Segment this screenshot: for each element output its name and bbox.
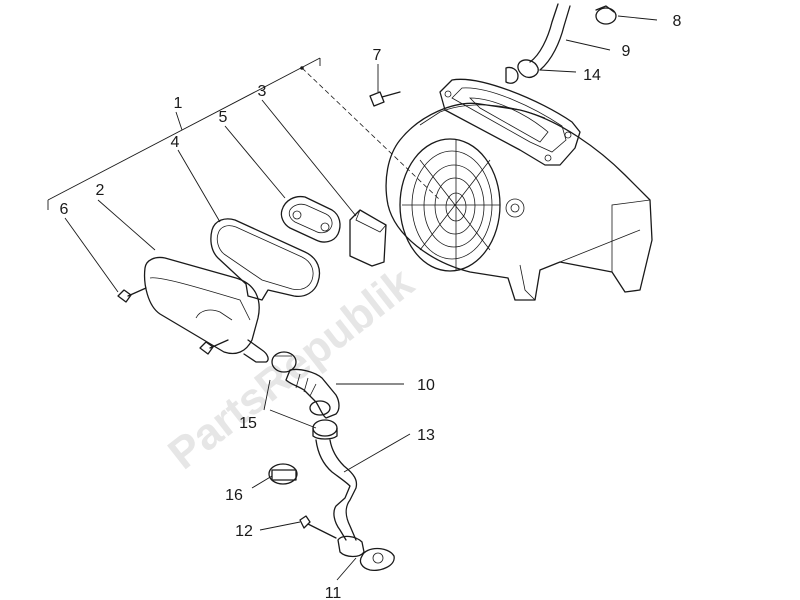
screw-6-upper [117, 287, 147, 303]
small-plate [349, 209, 387, 267]
hose-13 [315, 439, 358, 541]
callout-2: 2 [96, 182, 105, 199]
callout-9: 9 [622, 43, 631, 60]
clamp-16 [268, 463, 298, 485]
fitting-11 [337, 535, 395, 572]
screw-6-lower [199, 339, 229, 355]
callout-12: 12 [235, 523, 253, 540]
callout-3: 3 [258, 83, 267, 100]
callout-14: 14 [583, 67, 601, 84]
hose-top [505, 3, 571, 84]
callout-13: 13 [417, 427, 435, 444]
callout-8: 8 [673, 13, 682, 30]
clamp-15-upper [271, 351, 297, 373]
cooling-housing [385, 78, 653, 301]
clamp-top [595, 5, 617, 25]
elbow-hose [285, 368, 340, 419]
assembly-bracket [47, 57, 441, 210]
callout-6: 6 [60, 201, 69, 218]
filter-element [280, 195, 341, 243]
callout-4: 4 [171, 134, 180, 151]
callout-15: 15 [239, 415, 257, 432]
callout-7: 7 [373, 47, 382, 64]
gasket [210, 218, 321, 301]
callout-16: 16 [225, 487, 243, 504]
callout-11: 11 [325, 585, 342, 600]
screw-12 [299, 515, 337, 539]
cover-plate [143, 256, 269, 363]
callout-5: 5 [219, 109, 228, 126]
watermark: PartsRepublik [159, 258, 423, 479]
callout-10: 10 [417, 377, 435, 394]
clamp-15-lower [312, 419, 338, 440]
callout-1: 1 [174, 95, 183, 112]
screw-7 [369, 91, 401, 107]
leader-lines [64, 15, 658, 581]
